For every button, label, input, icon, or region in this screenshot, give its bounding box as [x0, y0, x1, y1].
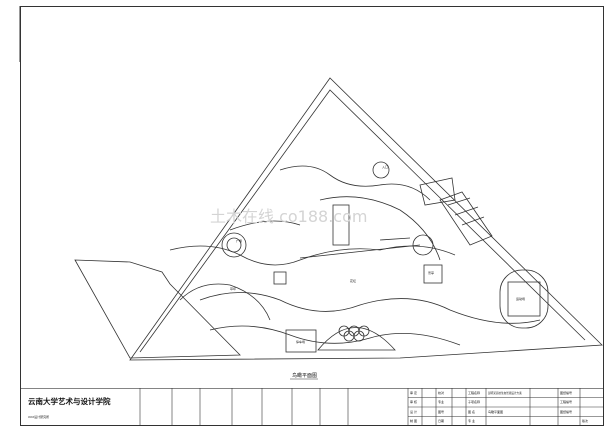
- contour-a: [179, 283, 271, 321]
- institution-name: 云南大学艺术与设计学院: [28, 396, 111, 406]
- tb-a-2: 设 计: [410, 409, 417, 414]
- road-line-2: [379, 237, 411, 241]
- tb-c-0: 工程名称: [468, 390, 480, 395]
- plan-label-4: 花坛: [350, 278, 356, 283]
- tb-b-0: 校对: [438, 390, 444, 395]
- contour-b: [319, 196, 441, 261]
- title-block: [20, 388, 604, 426]
- secondary-path: [199, 292, 541, 324]
- plan-label-3: 景亭: [428, 270, 434, 275]
- tb-r-2: 图纸编号: [560, 409, 572, 414]
- north-path: [279, 165, 431, 201]
- tb-b-3: 日期: [438, 418, 444, 423]
- west-plaza-inner: [226, 237, 242, 253]
- road-line: [299, 244, 421, 259]
- institution-sub: XXX设计研究所: [28, 414, 49, 419]
- left-annex-boundary: [74, 259, 241, 359]
- plan-title: 鸟瞰平面图: [292, 372, 317, 379]
- tb-b-1: 专业: [438, 399, 444, 404]
- parking-strip: [419, 177, 456, 206]
- east-pavilion: [423, 264, 443, 284]
- sports-field: [507, 281, 541, 317]
- site-plan: [74, 77, 603, 361]
- tb-r-1: 工程编号: [560, 399, 572, 404]
- tb-c-2: 图 名: [468, 409, 475, 414]
- tennis-courts: [439, 191, 493, 246]
- north-pavilion: [372, 161, 390, 179]
- title-block-col-b: 校对 专业 图号 日期: [438, 390, 444, 423]
- tb-r-3: 版次: [582, 418, 588, 423]
- central-plaza: [317, 327, 396, 351]
- site-boundary: [129, 77, 603, 361]
- tb-project-name: 昆明某高校生态景观设计方案: [488, 391, 522, 395]
- tb-a-1: 审 核: [410, 399, 417, 404]
- west-plaza: [221, 232, 247, 258]
- winding-path: [209, 325, 461, 346]
- contour-c: [229, 220, 301, 231]
- main-path: [169, 245, 456, 266]
- plan-label-2: 入口: [382, 165, 388, 169]
- ring-5: [353, 330, 365, 342]
- title-block-col-c: 工程名称 子项名称 图 名 专 业: [468, 390, 480, 423]
- central-building: [332, 204, 350, 246]
- small-kiosk: [273, 271, 287, 285]
- east-plaza: [412, 234, 434, 256]
- running-track: [499, 269, 549, 329]
- plan-label-5: 草坪: [230, 286, 236, 291]
- plan-label-1: 广场: [236, 238, 242, 243]
- tb-c-3: 专 业: [468, 418, 475, 423]
- plan-labels: 广场 入口 景亭 花坛 草坪 停车场 运动场: [230, 165, 525, 344]
- watermark: 土木在线 co188.com: [210, 207, 367, 226]
- tb-drawing-name: 鸟瞰平面图: [488, 409, 503, 414]
- tb-r-0: 图纸编号: [560, 390, 572, 395]
- plan-label-7: 运动场: [516, 296, 525, 301]
- site-boundary-inner: [139, 89, 586, 353]
- plan-label-6: 停车场: [296, 339, 305, 344]
- tb-a-0: 审 定: [410, 390, 417, 395]
- tb-a-3: 制 图: [410, 418, 417, 423]
- title-block-col-a: 审 定 审 核 设 计 制 图: [410, 390, 417, 423]
- tb-c-1: 子项名称: [468, 399, 480, 404]
- court-lines: [447, 197, 485, 226]
- sw-building: [285, 329, 317, 353]
- title-block-right-col: 图纸编号 工程编号 图纸编号 版次: [560, 390, 588, 423]
- tb-b-2: 图号: [438, 409, 444, 414]
